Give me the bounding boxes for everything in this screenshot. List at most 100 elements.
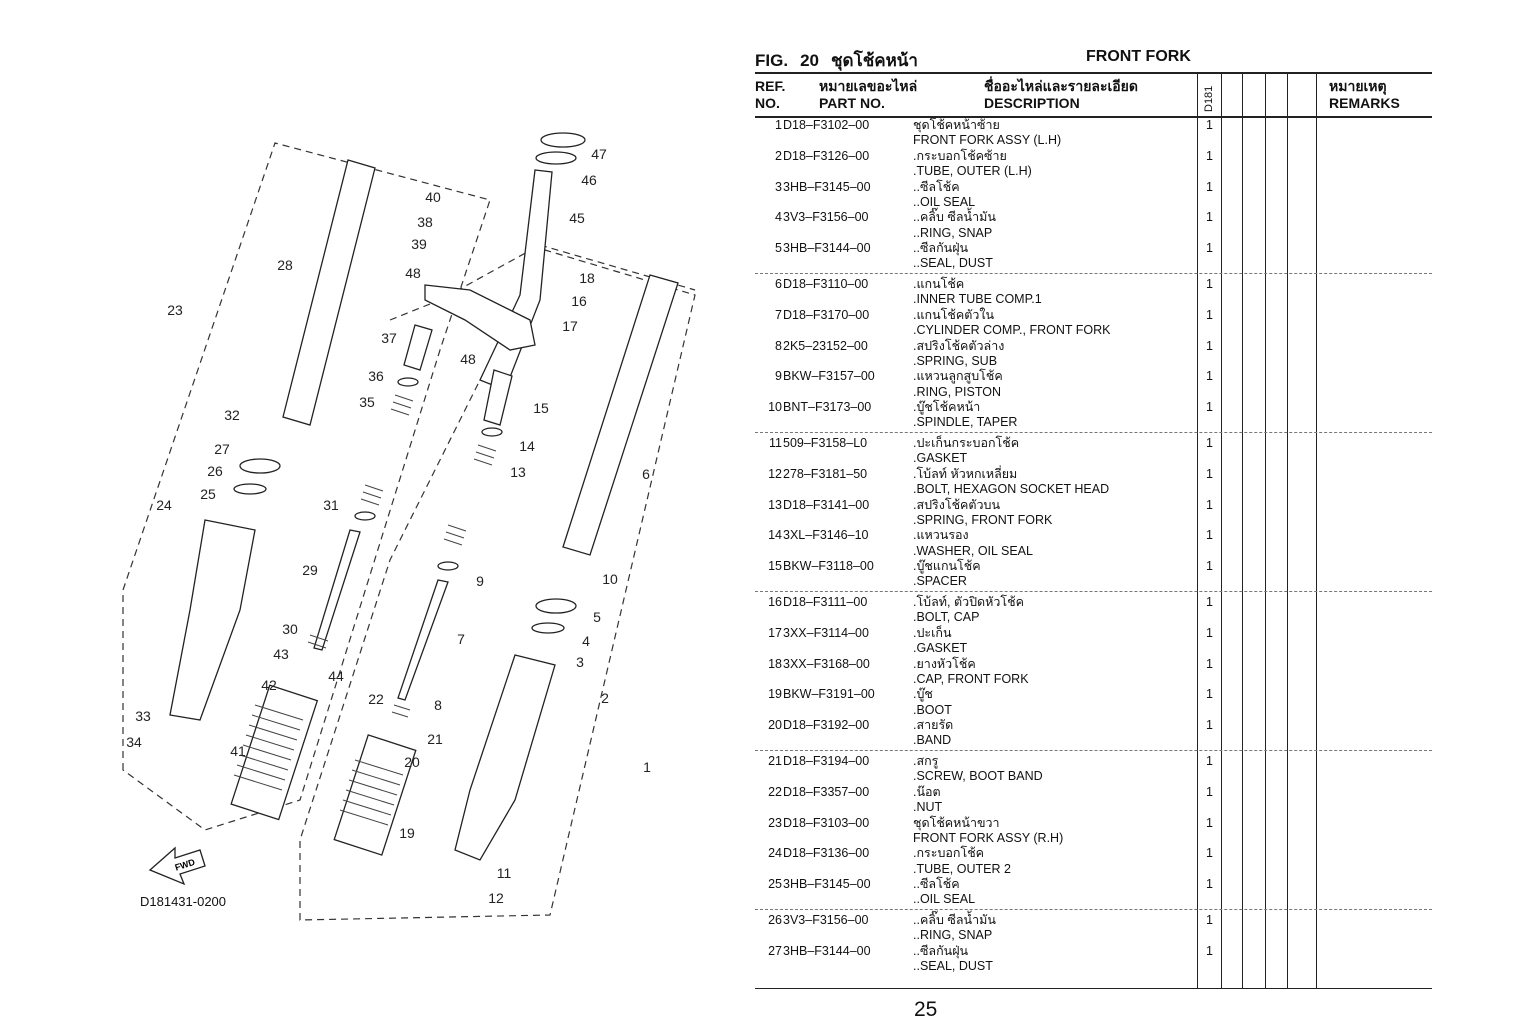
callout-number: 23: [167, 302, 183, 318]
description: .ปะเก็นกระบอกโช้ค.GASKET: [913, 436, 1019, 467]
ref-no: 17: [768, 625, 782, 640]
description-th: .แกนโช้คตัวใน: [913, 307, 994, 322]
description: .กระบอกโช้คซ้าย.TUBE, OUTER (L.H): [913, 149, 1032, 180]
description-th: ..คลิ๊บ ซีลน้ำมัน: [913, 912, 996, 927]
description-en: .BAND: [913, 733, 952, 748]
column-divider: [1287, 73, 1288, 988]
figure-label: FIG.: [755, 51, 789, 70]
ref-no: 27: [768, 943, 782, 958]
description-en: ..SEAL, DUST: [913, 256, 993, 271]
figure-title-th: ชุดโช้คหน้า: [830, 51, 918, 70]
description-th: ..ซีลกันฝุ่น: [913, 241, 969, 256]
description-th: ..คลิ๊บ ซีลน้ำมัน: [913, 210, 996, 225]
ref-no: 12: [768, 466, 782, 481]
description: ..คลิ๊บ ซีลน้ำมัน..RING, SNAP: [913, 210, 996, 241]
callout-number: 44: [328, 668, 344, 684]
description: .แหวนรอง.WASHER, OIL SEAL: [913, 528, 1033, 559]
header-part-en: PART NO.: [819, 95, 885, 111]
column-divider: [1265, 73, 1266, 988]
description: .กระบอกโช้ค.TUBE, OUTER 2: [913, 846, 1011, 877]
quantity: 1: [1206, 559, 1213, 574]
group-separator: [755, 431, 1432, 436]
callout-number: 14: [519, 438, 535, 454]
description-en: .RING, PISTON: [913, 384, 1001, 399]
ref-no: 10: [768, 400, 782, 415]
description: .แหวนลูกสูบโช้ค.RING, PISTON: [913, 369, 1003, 400]
description-en: .GASKET: [913, 641, 968, 656]
description-th: .โบ้ลท์, ตัวปิดหัวโช้ค: [913, 594, 1024, 609]
callout-number: 42: [261, 677, 277, 693]
description-en: .NUT: [913, 800, 943, 815]
description-en: .BOLT, CAP: [913, 610, 980, 625]
group-separator: [755, 590, 1432, 595]
inner-tube-left: [282, 159, 376, 426]
triple-clamp: [424, 284, 536, 351]
description-en: FRONT FORK ASSY (L.H): [913, 133, 1062, 148]
callout-number: 18: [579, 270, 595, 286]
description-en: .INNER TUBE COMP.1: [913, 292, 1042, 307]
description: .บู๊ชแกนโช้ค.SPACER: [913, 559, 981, 590]
boot-left: [230, 684, 319, 821]
callout-number: 27: [214, 441, 230, 457]
part-number: BKW–F3118–00: [783, 559, 874, 574]
quantity: 1: [1206, 148, 1213, 163]
part-number: D18–F3141–00: [783, 497, 870, 512]
outer-tube-right: [454, 654, 556, 861]
quantity: 1: [1206, 276, 1213, 291]
quantity: 1: [1206, 497, 1213, 512]
callout-number: 41: [230, 743, 246, 759]
quantity: 1: [1206, 943, 1213, 958]
group-separator: [755, 272, 1432, 277]
part-number: D18–F3136–00: [783, 846, 870, 861]
callout-number: 6: [642, 466, 650, 482]
column-divider: [1221, 73, 1222, 988]
ref-no: 5: [775, 241, 782, 256]
quantity: 1: [1206, 625, 1213, 640]
ref-no: 13: [768, 497, 782, 512]
description: .สปริงโช้คตัวบน.SPRING, FRONT FORK: [913, 498, 1052, 529]
ref-no: 20: [768, 718, 782, 733]
description-th: .โบ้ลท์ หัวหกเหลี่ยม: [913, 466, 1018, 481]
description: .แกนโช้ค.INNER TUBE COMP.1: [913, 277, 1042, 308]
ref-no: 6: [775, 276, 782, 291]
part-number: D18–F3357–00: [783, 784, 870, 799]
figure-title-en: FRONT FORK: [1086, 48, 1191, 65]
description-en: FRONT FORK ASSY (R.H): [913, 830, 1064, 845]
callout-number: 1: [643, 759, 651, 775]
table-bottom-rule: [755, 988, 1432, 989]
description-th: .สปริงโช้คตัวล่าง: [913, 338, 1005, 353]
description-en: .SCREW, BOOT BAND: [913, 769, 1043, 784]
description-th: .บู๊ช: [913, 687, 933, 702]
inner-tube-right: [562, 274, 679, 556]
quantity: 1: [1206, 400, 1213, 415]
ref-no: 8: [775, 338, 782, 353]
page-number: 25: [914, 998, 938, 1021]
description: .บู๊ช.BOOT: [913, 687, 952, 718]
header-part-th: หมายเลขอะไหล่: [819, 78, 918, 94]
part-number: D18–F3170–00: [783, 307, 870, 322]
quantity: 1: [1206, 466, 1213, 481]
spacer-left: [403, 324, 433, 371]
description-th: .บู๊ชโช้คหน้า: [913, 400, 981, 415]
group-separator: [755, 908, 1432, 913]
header-desc-th: ชื่ออะไหล่และรายละเอียด: [984, 78, 1138, 94]
callout-number: 22: [368, 691, 384, 707]
ref-no: 4: [775, 210, 782, 225]
callout-number: 43: [273, 646, 289, 662]
quantity: 1: [1206, 528, 1213, 543]
